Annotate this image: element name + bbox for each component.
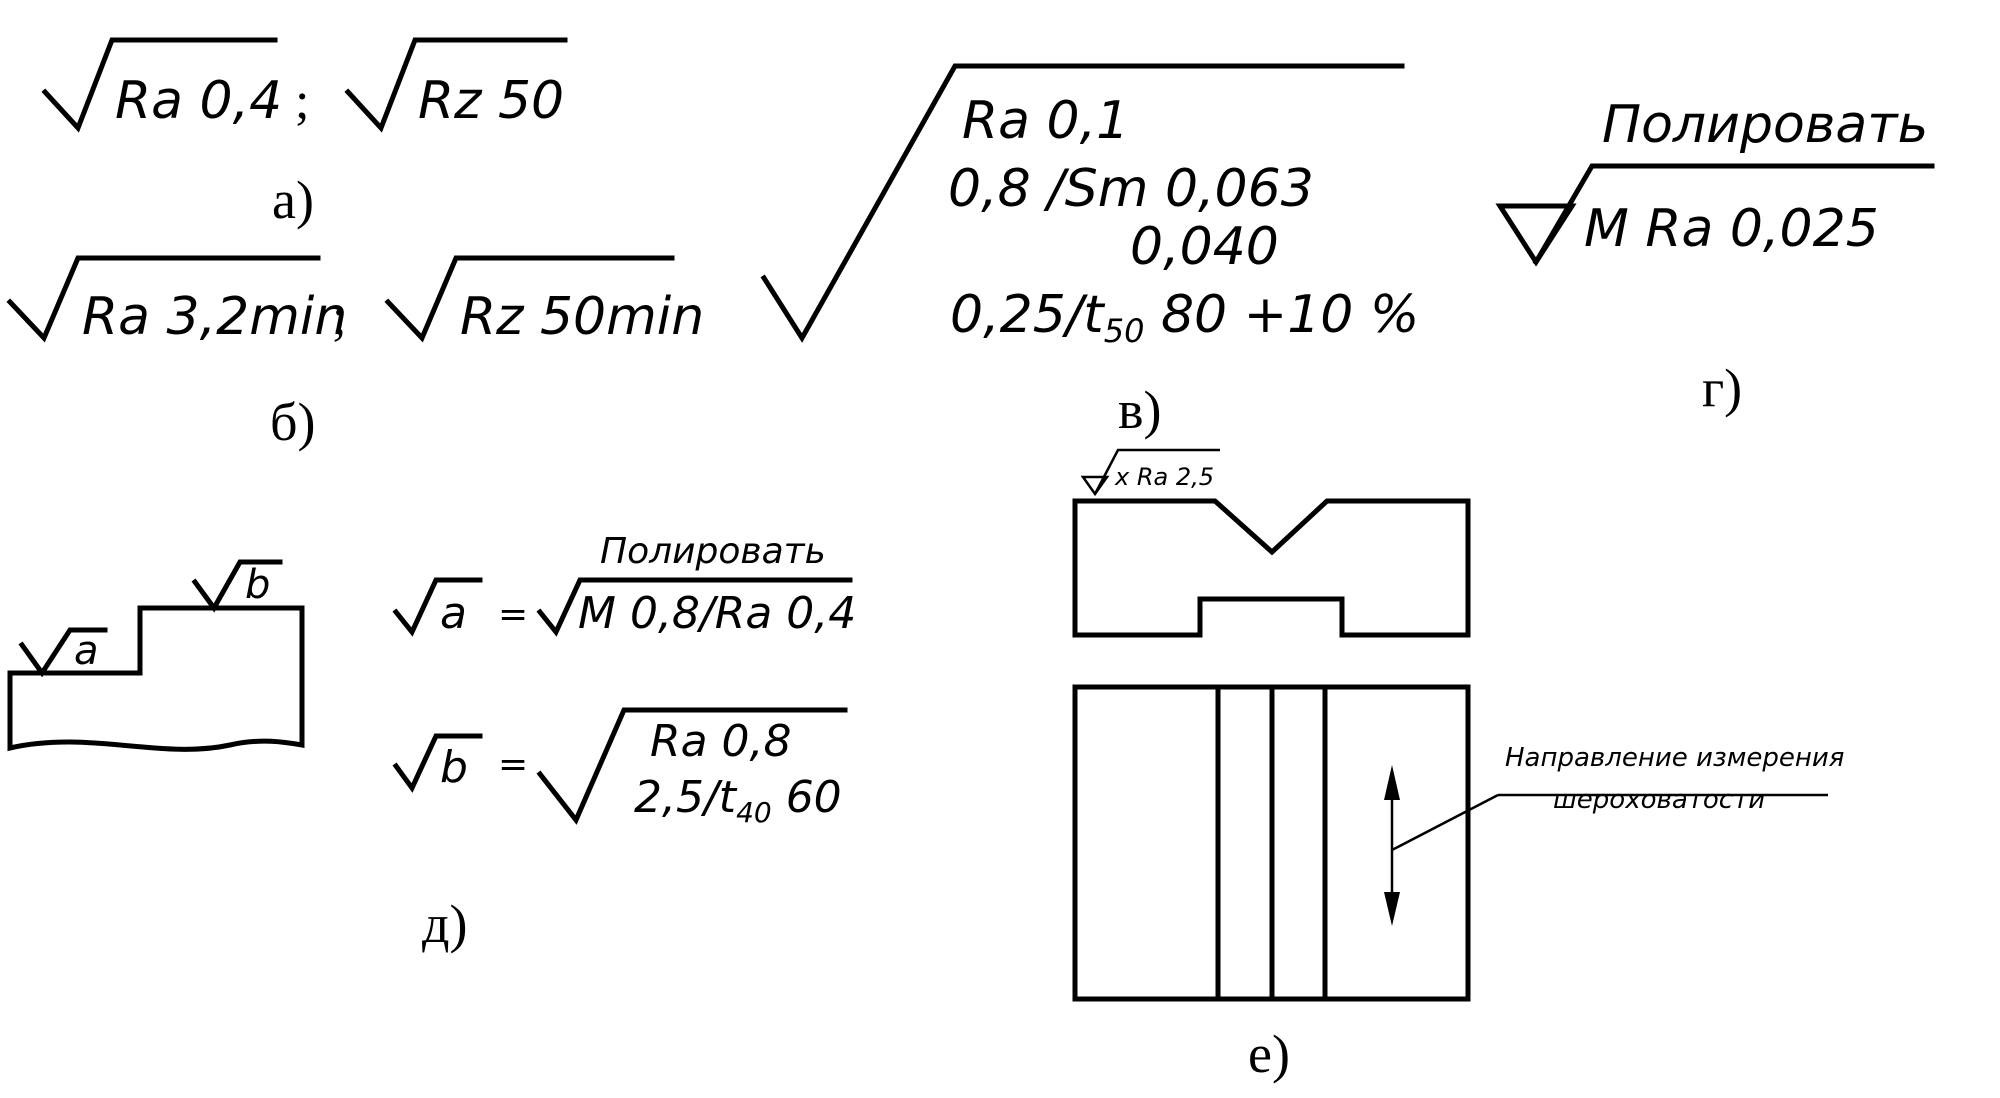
small-roughness-value: x Ra 2,5 xyxy=(1114,463,1214,491)
leader-line xyxy=(1391,793,1499,852)
caption-e: е) xyxy=(1248,1024,1290,1084)
legend-b: b xyxy=(440,742,468,793)
panel-v: Ra 0,1 0,8 /Sm 0,063 0,040 0,25/t50 80 +… xyxy=(760,63,1419,440)
caption-b: б) xyxy=(270,392,315,452)
arrow-head-down-icon xyxy=(1384,892,1400,926)
panel-b: Ra 3,2min ; Rz 50min б) xyxy=(6,255,704,452)
instruction-polish: Полировать xyxy=(1602,95,1928,155)
panel-a: Ra 0,4 ; Rz 50 а) xyxy=(41,37,568,230)
sign-b-legend xyxy=(392,733,483,793)
panel-g: Полировать M Ra 0,025 г) xyxy=(1495,95,1935,418)
panel-d: a b Полировать a = M 0,8/Ra 0,4 b = Ra 0… xyxy=(7,531,856,954)
sign-b-definition xyxy=(536,707,848,825)
param-tp-sub: 50 xyxy=(1104,312,1145,350)
definition-b-tp: 2,5/t40 60 xyxy=(634,772,842,829)
panel-e: x Ra 2,5 Направление измерения шероховат… xyxy=(1072,448,1844,1084)
caption-a: а) xyxy=(272,170,314,230)
param-tp: 0,25/t50 80 +10 % xyxy=(950,285,1419,350)
equals-sign: = xyxy=(498,594,528,635)
roughness-sign-a2 xyxy=(344,37,568,133)
roughness-sign-a-part xyxy=(18,627,108,678)
roughness-sign-b2 xyxy=(384,255,675,343)
part-front-view xyxy=(1072,498,1471,638)
definition-a: M 0,8/Ra 0,4 xyxy=(578,588,856,639)
caption-g: г) xyxy=(1702,358,1742,418)
roughness-sign-b1 xyxy=(6,255,321,343)
param-sm: 0,8 /Sm 0,063 xyxy=(948,159,1314,219)
legend-a: a xyxy=(440,588,467,639)
roughness-value-ra-min: Ra 3,2min xyxy=(82,287,347,347)
param-sm-alt: 0,040 xyxy=(1130,217,1279,277)
roughness-value-rz: Rz 50 xyxy=(418,71,564,131)
roughness-sign-b-part xyxy=(191,559,283,613)
caption-v: в) xyxy=(1118,380,1161,440)
label-a: a xyxy=(74,628,99,674)
equals-sign: = xyxy=(498,744,528,785)
sign-a-definition xyxy=(536,577,853,637)
separator: ; xyxy=(332,289,346,346)
requirement-ra: M Ra 0,025 xyxy=(1584,199,1879,259)
label-b: b xyxy=(245,562,270,608)
roughness-sign-large xyxy=(760,63,1405,343)
definition-b-prefix: 2,5/t xyxy=(634,772,738,823)
sign-a-legend xyxy=(392,577,483,637)
arrow-head-up-icon xyxy=(1384,765,1400,800)
roughness-value-rz-min: Rz 50min xyxy=(460,287,704,347)
small-roughness-sign xyxy=(1093,448,1220,495)
roughness-sign-g xyxy=(1532,163,1935,266)
roughness-value-ra: Ra 0,4 xyxy=(115,71,282,131)
instruction-polish-small: Полировать xyxy=(600,531,826,572)
definition-b-sub: 40 xyxy=(736,796,772,829)
stepped-part-outline xyxy=(7,605,305,752)
separator: ; xyxy=(295,73,309,130)
param-tp-suffix: 80 +10 % xyxy=(1144,285,1419,345)
small-triangle-sign xyxy=(1080,475,1110,497)
leader-text-line2: шероховатости xyxy=(1553,785,1765,815)
roughness-sign-a1 xyxy=(41,37,278,133)
caption-d: д) xyxy=(422,894,467,954)
param-ra: Ra 0,1 xyxy=(962,91,1129,151)
definition-b-ra: Ra 0,8 xyxy=(650,716,792,767)
param-tp-prefix: 0,25/t xyxy=(950,285,1105,345)
leader-text-line1: Направление измерения xyxy=(1505,743,1844,773)
definition-b-suffix: 60 xyxy=(772,772,842,823)
